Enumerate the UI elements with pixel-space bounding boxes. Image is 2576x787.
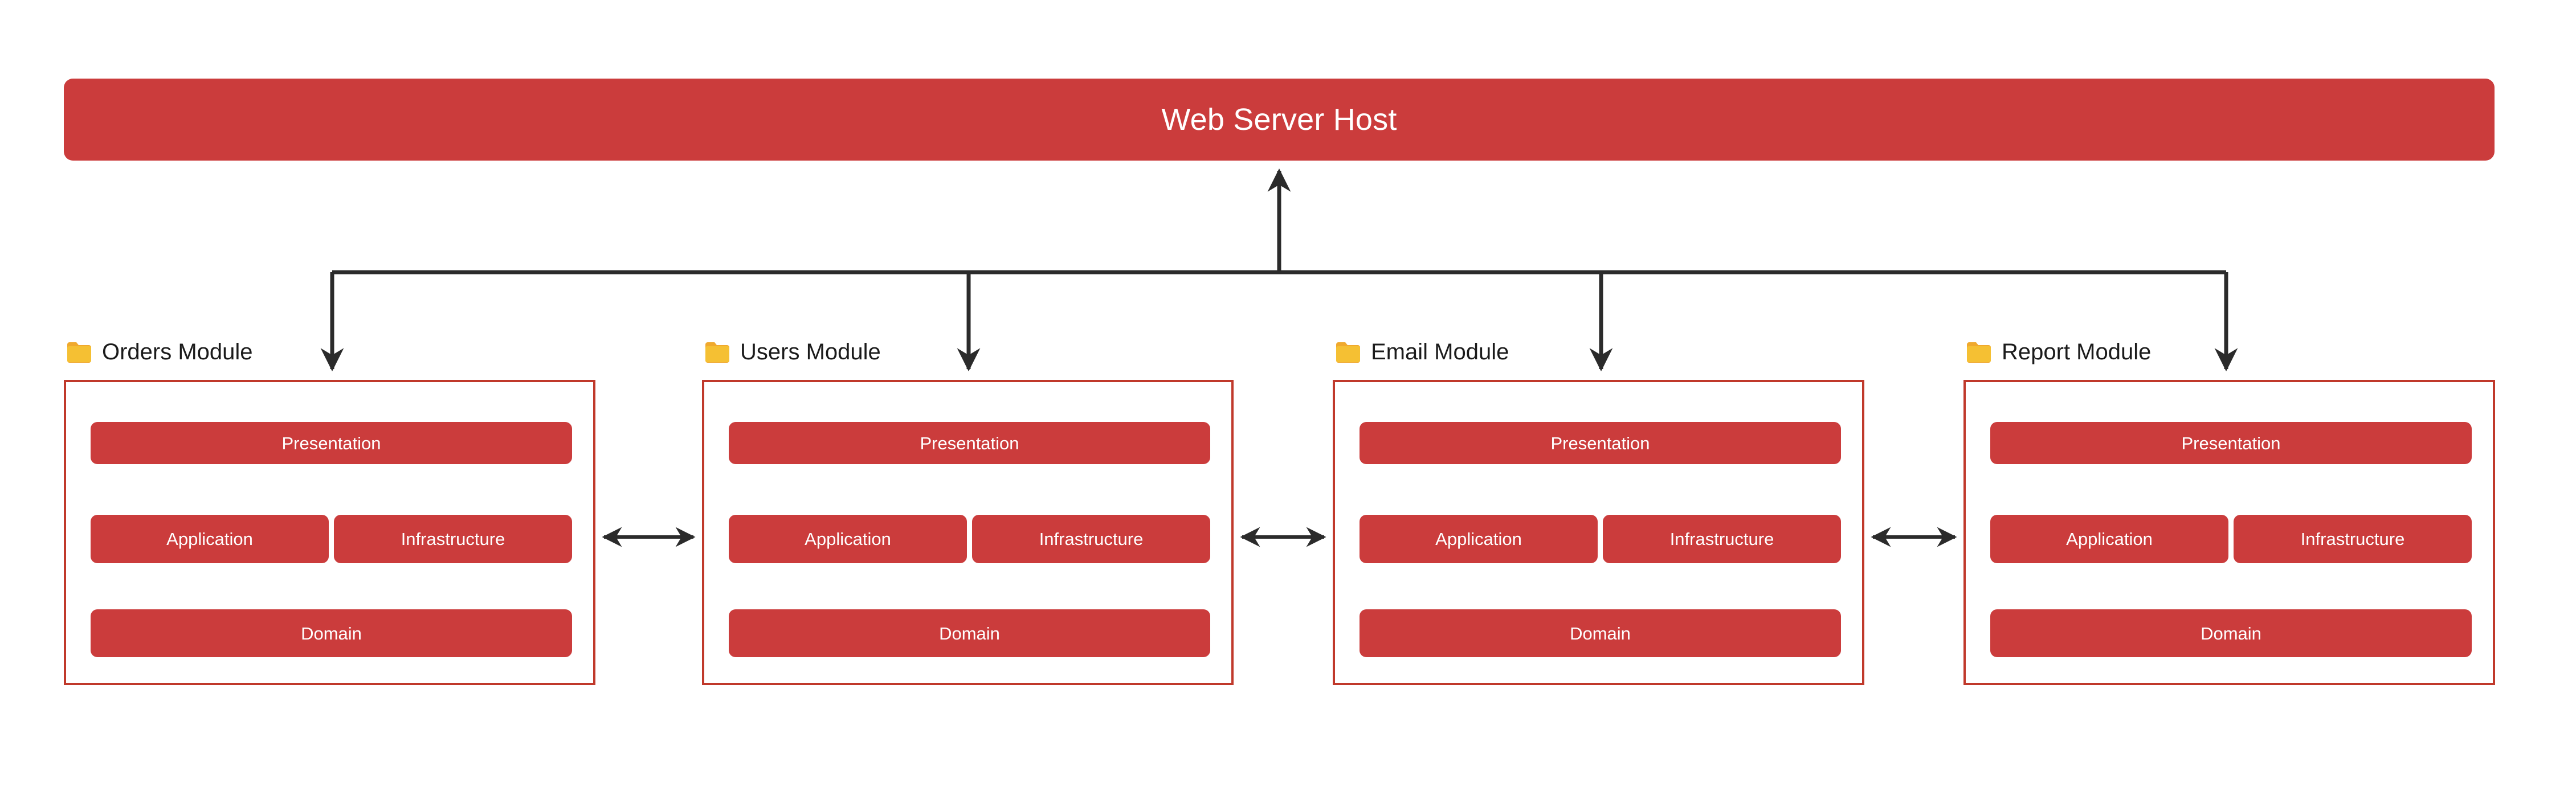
email-application-label: Application <box>1435 529 1522 549</box>
orders-infrastructure-label: Infrastructure <box>401 529 505 549</box>
folder-icon <box>1336 342 1360 363</box>
email-layer-application[interactable]: Application <box>1360 515 1598 563</box>
module-users[interactable]: Users Module Presentation Application In… <box>702 341 1234 685</box>
report-application-label: Application <box>2066 529 2153 549</box>
orders-layer-application[interactable]: Application <box>91 515 329 563</box>
orders-layer-infrastructure[interactable]: Infrastructure <box>334 515 572 563</box>
module-orders[interactable]: Orders Module Presentation Application I… <box>64 341 595 685</box>
email-layer-infrastructure[interactable]: Infrastructure <box>1603 515 1841 563</box>
users-layer-domain[interactable]: Domain <box>729 609 1210 657</box>
module-email-header: Email Module <box>1335 341 1509 363</box>
orders-presentation-label: Presentation <box>281 433 381 453</box>
email-infrastructure-label: Infrastructure <box>1669 529 1774 549</box>
module-orders-title: Orders Module <box>102 339 253 364</box>
module-email-title: Email Module <box>1371 339 1509 364</box>
orders-application-label: Application <box>166 529 253 549</box>
folder-icon <box>1967 342 1991 363</box>
email-layer-domain[interactable]: Domain <box>1360 609 1841 657</box>
report-domain-label: Domain <box>2201 623 2261 643</box>
report-layer-infrastructure[interactable]: Infrastructure <box>2234 515 2472 563</box>
users-layer-infrastructure[interactable]: Infrastructure <box>972 515 1210 563</box>
module-users-title: Users Module <box>740 339 881 364</box>
orders-domain-label: Domain <box>301 623 362 643</box>
users-layer-presentation[interactable]: Presentation <box>729 422 1210 464</box>
module-report[interactable]: Report Module Presentation Application I… <box>1963 341 2495 685</box>
report-layer-presentation[interactable]: Presentation <box>1990 422 2472 464</box>
web-server-host-box[interactable]: Web Server Host <box>64 79 2495 161</box>
users-presentation-label: Presentation <box>920 433 1019 453</box>
users-layer-application[interactable]: Application <box>729 515 967 563</box>
users-application-label: Application <box>805 529 891 549</box>
orders-layer-domain[interactable]: Domain <box>91 609 572 657</box>
email-presentation-label: Presentation <box>1550 433 1650 453</box>
module-report-title: Report Module <box>2002 339 2152 364</box>
orders-layer-presentation[interactable]: Presentation <box>91 422 572 464</box>
users-infrastructure-label: Infrastructure <box>1039 529 1144 549</box>
report-layer-application[interactable]: Application <box>1990 515 2228 563</box>
report-presentation-label: Presentation <box>2181 433 2281 453</box>
report-infrastructure-label: Infrastructure <box>2300 529 2405 549</box>
report-layer-domain[interactable]: Domain <box>1990 609 2472 657</box>
module-report-header: Report Module <box>1966 341 2151 363</box>
email-domain-label: Domain <box>1570 623 1631 643</box>
module-users-header: Users Module <box>704 341 881 363</box>
folder-icon <box>705 342 729 363</box>
users-domain-label: Domain <box>939 623 1000 643</box>
email-layer-presentation[interactable]: Presentation <box>1360 422 1841 464</box>
folder-icon <box>67 342 91 363</box>
module-orders-header: Orders Module <box>66 341 253 363</box>
module-email[interactable]: Email Module Presentation Application In… <box>1333 341 1864 685</box>
web-server-host-label: Web Server Host <box>1161 103 1397 137</box>
